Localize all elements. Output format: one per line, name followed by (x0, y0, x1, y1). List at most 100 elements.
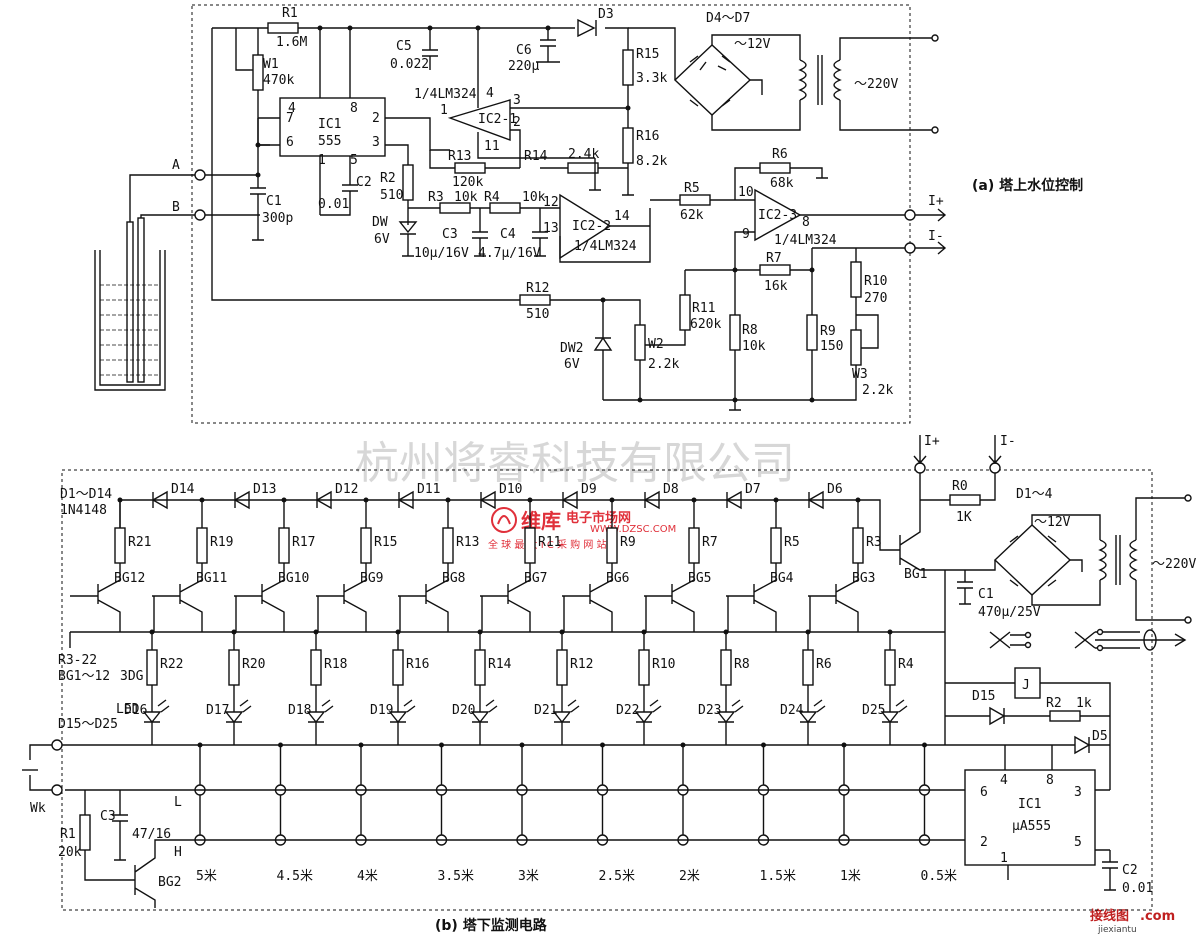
dw-label: DW (372, 215, 388, 230)
ic1-pin6: 6 (286, 135, 294, 150)
resistor-r15 (622, 49, 634, 86)
led-resistor (392, 649, 404, 686)
led-resistor (638, 649, 650, 686)
resistor-r16 (622, 127, 634, 164)
r0-value: 1K (956, 510, 972, 525)
bridge-d4-d7 (628, 27, 801, 131)
led-label: D25 (862, 703, 885, 718)
ic1b-pin5: 5 (1074, 835, 1082, 850)
stage-resistor-label: R15 (374, 535, 397, 550)
r2b-value: 1k (1076, 696, 1092, 711)
led-label: D23 (698, 703, 721, 718)
c4-label: C4 (500, 227, 516, 242)
r9-label: R9 (820, 324, 836, 339)
caption-bottom: (b) 塔下监测电路 (435, 917, 548, 934)
led-label: D20 (452, 703, 475, 718)
transistor (152, 579, 203, 632)
chain-diode-label: D13 (253, 482, 276, 497)
transistor (398, 579, 449, 632)
transistor-label: BG5 (688, 571, 711, 586)
stage-resistor-label: R21 (128, 535, 151, 550)
transistor-label: BG12 (114, 571, 145, 586)
note-d1-d14: D1～D14 (60, 487, 112, 502)
stage-resistor-label: R13 (456, 535, 479, 550)
led-resistor-label: R16 (406, 657, 429, 672)
opamp-ic2-2 (559, 193, 612, 260)
r10-label: R10 (864, 274, 887, 289)
chain-diode-label: D12 (335, 482, 358, 497)
level-label: 1米 (840, 869, 861, 884)
level-label: 4米 (357, 869, 378, 884)
r2b-label: R2 (1046, 696, 1062, 711)
bg2-label: BG2 (158, 875, 181, 890)
c6-label: C6 (516, 43, 532, 58)
stage-resistor (442, 527, 454, 564)
watermark: 杭州将睿科技有限公司 (355, 438, 795, 489)
r5-value: 62k (680, 208, 704, 223)
ic1-pin8: 8 (350, 101, 358, 116)
c2-label: C2 (356, 175, 372, 190)
logo-domain: 电子市场网 (566, 510, 631, 526)
stage-resistor-label: R5 (784, 535, 800, 550)
ic1b-pin4: 4 (1000, 773, 1008, 788)
c6-value: 220μ (508, 59, 539, 74)
mains-label-top: ～220V (854, 77, 898, 92)
ic2-1-pin4: 4 (486, 86, 494, 101)
led-resistor-label: R8 (734, 657, 750, 672)
ic1b-pin2: 2 (980, 835, 988, 850)
junction (609, 497, 615, 503)
terminal-b (194, 209, 206, 221)
w2-value: 2.2k (648, 357, 679, 372)
note-bg1-12: BG1～12 (58, 669, 110, 684)
ic2-1-pin3: 3 (513, 93, 521, 108)
r12-value: 510 (526, 307, 549, 322)
ic1b-pin8: 8 (1046, 773, 1054, 788)
r12-label: R12 (526, 281, 549, 296)
r3-value: 10k (454, 190, 478, 205)
level-label: 5米 (196, 869, 217, 884)
stage-resistor (114, 527, 126, 564)
led-label: D16 (124, 703, 147, 718)
r11-label: R11 (692, 301, 715, 316)
r4-value: 10k (522, 190, 546, 205)
led-resistor (228, 649, 240, 686)
r2-value: 510 (380, 188, 403, 203)
led-branch (470, 632, 498, 745)
logo-url: WWW.DZSC.COM (590, 524, 676, 535)
led-branch (880, 632, 908, 745)
dw2-label: DW2 (560, 341, 583, 356)
w3-value: 2.2k (862, 383, 893, 398)
c1b-value: 470μ/25V (978, 605, 1041, 620)
junction (445, 497, 451, 503)
stage-resistor-label: R19 (210, 535, 233, 550)
w1-value: 470k (263, 73, 294, 88)
r0-label: R0 (952, 479, 968, 494)
terminal-probe-2 (51, 784, 63, 796)
resistor-r1 (267, 22, 299, 34)
c1b-label: C1 (978, 587, 994, 602)
output-iminus (904, 242, 916, 254)
r8-value: 10k (742, 339, 766, 354)
led-branch (634, 632, 662, 745)
level-label: 2米 (679, 869, 700, 884)
wk-label: Wk (30, 801, 46, 816)
chain-diode (315, 490, 332, 510)
transistor (316, 579, 367, 632)
ic1-pin7: 7 (286, 111, 294, 126)
resistor-r2-b (1049, 710, 1081, 722)
resistor-r1-b (79, 814, 91, 851)
transistor-label: BG11 (196, 571, 227, 586)
chain-diode (807, 490, 824, 510)
led-label: D24 (780, 703, 804, 718)
pot-w1 (252, 54, 264, 91)
b-iplus-label: I+ (924, 434, 940, 449)
bottom-enclosure (61, 469, 1153, 911)
note-d15-d25: D15～D25 (58, 717, 118, 732)
ic2-1-pin11: 11 (484, 139, 500, 154)
dw-value: 6V (374, 232, 390, 247)
chain-diode-label: D8 (663, 482, 679, 497)
r16-value: 8.2k (636, 154, 667, 169)
r14-label: R14 (524, 149, 548, 164)
ic2-3-type: 1/4LM324 (774, 233, 837, 248)
